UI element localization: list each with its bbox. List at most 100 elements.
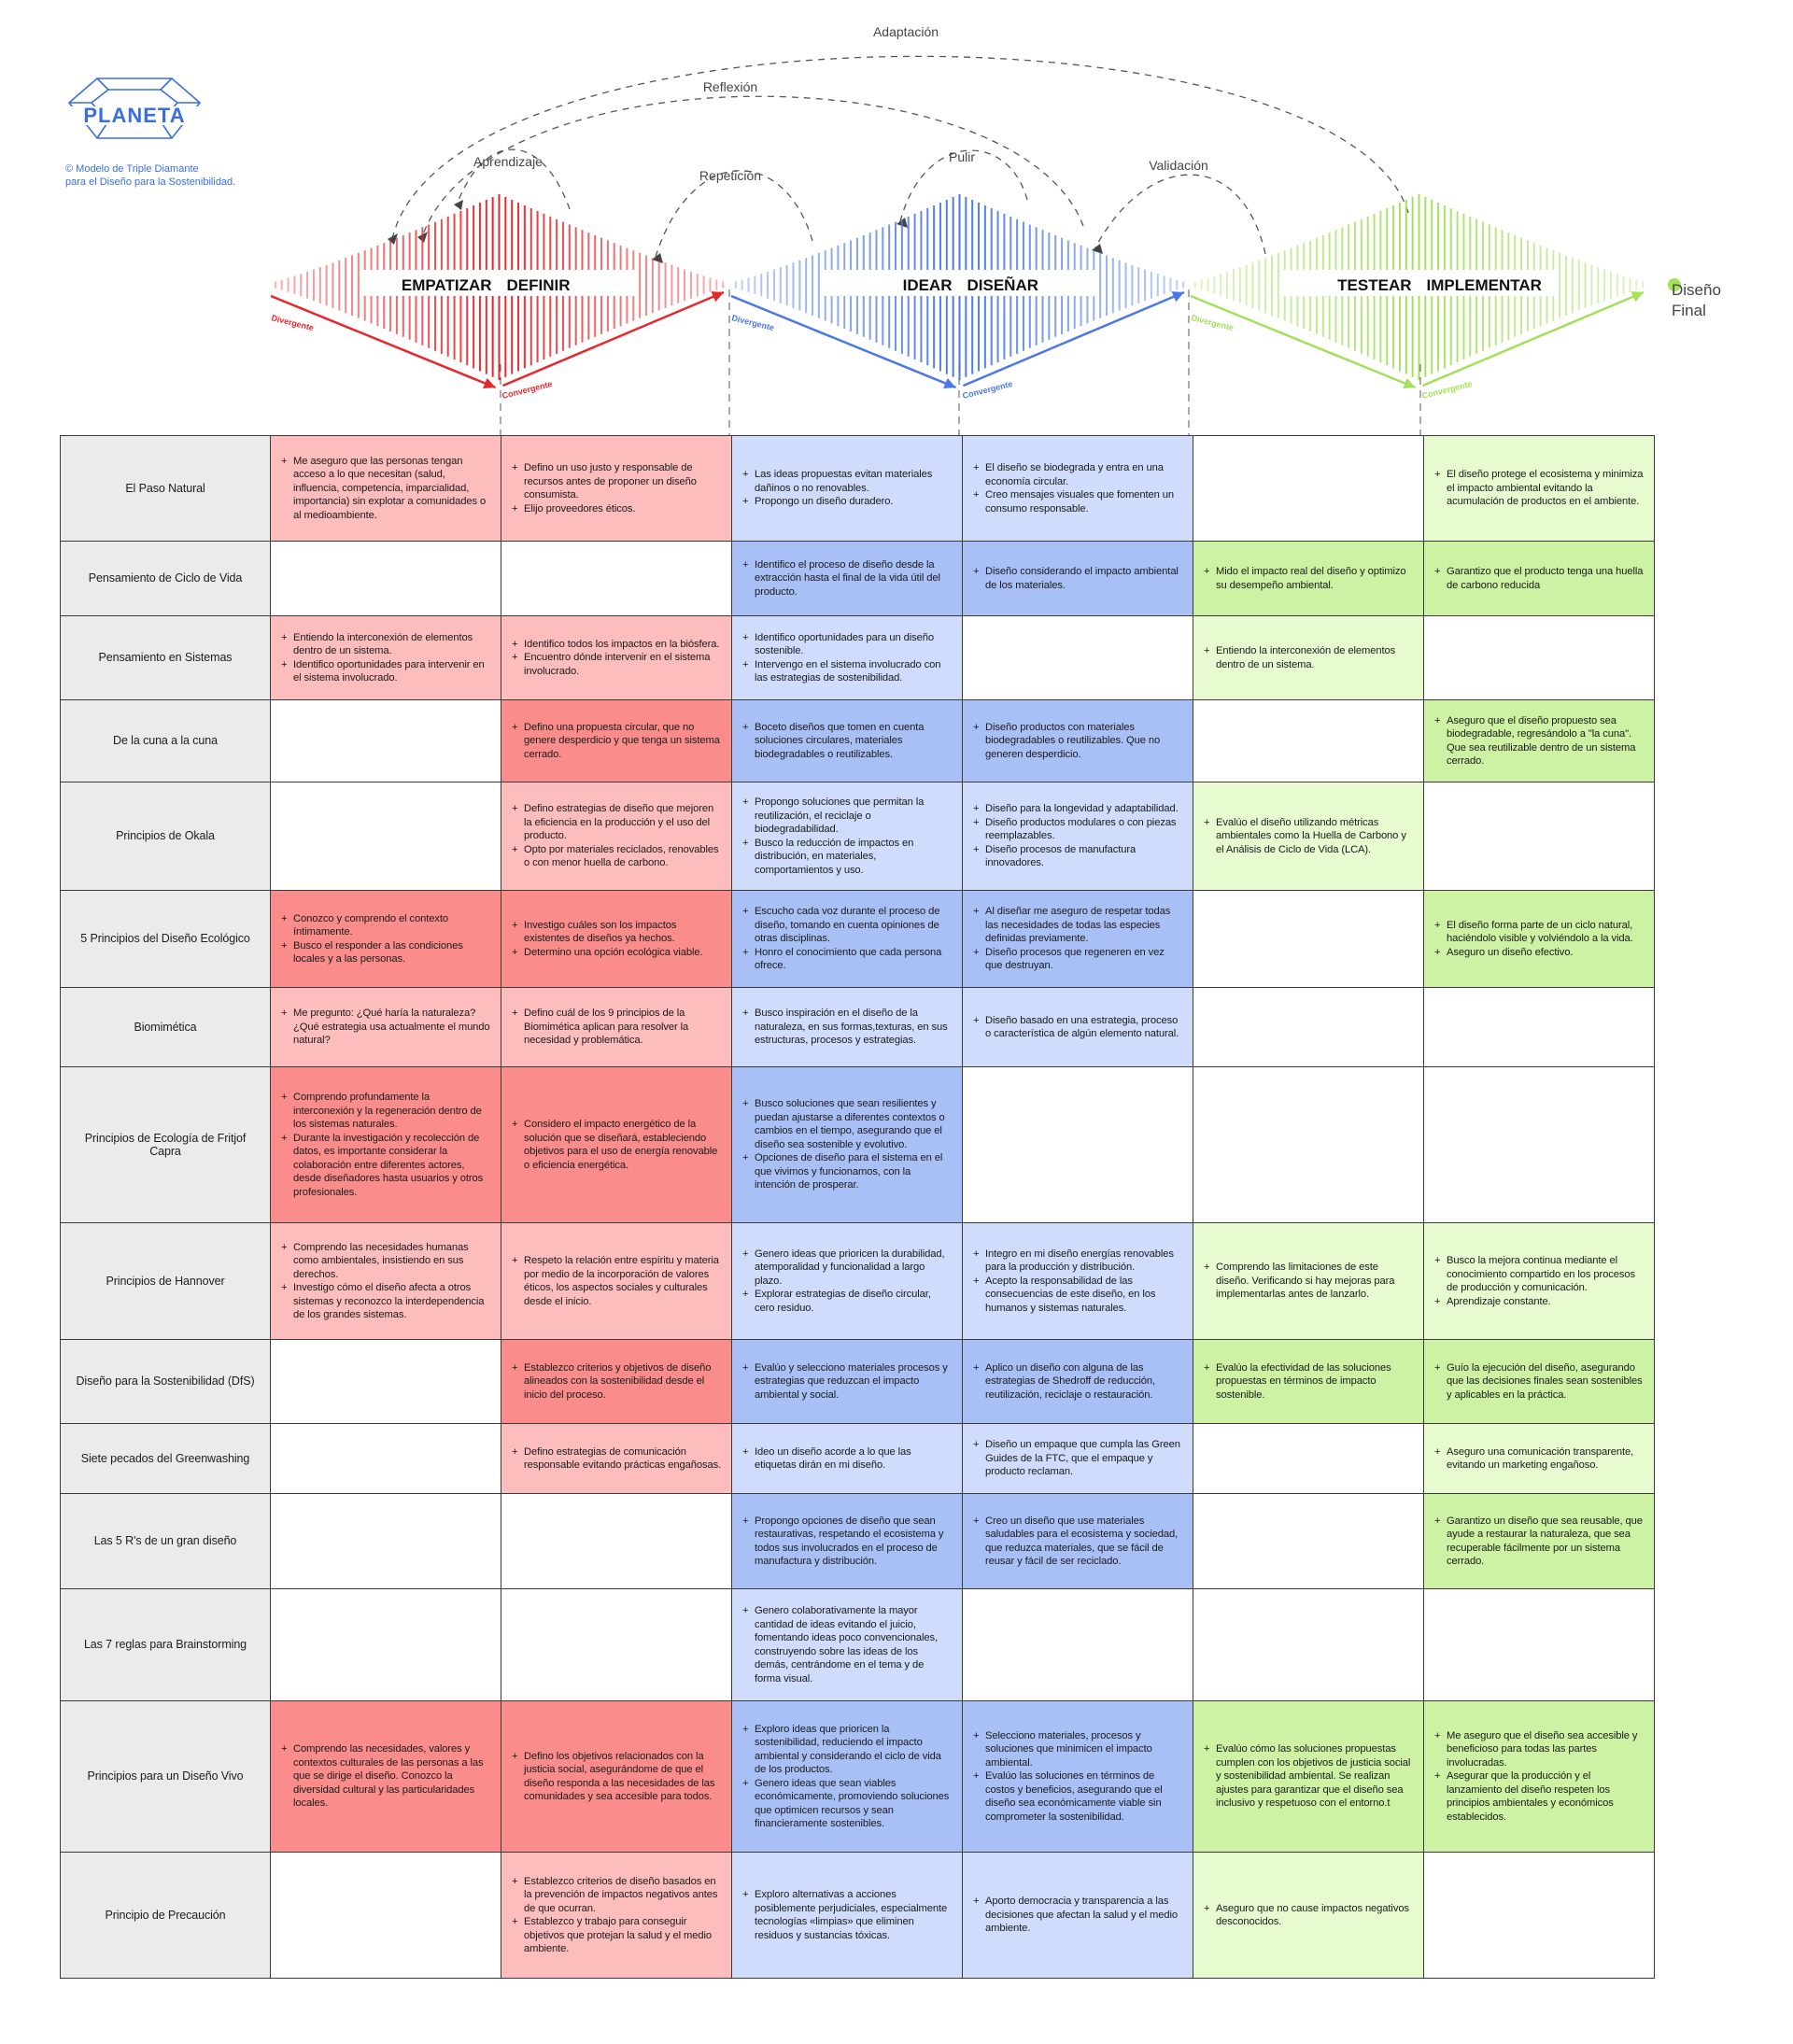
row-header: El Paso Natural: [60, 435, 271, 542]
matrix-cell: Comprendo profundamente la interconexión…: [270, 1066, 501, 1223]
cell-list: Defino estrategias de comunicación respo…: [509, 1445, 722, 1473]
matrix-cell: Me pregunto: ¿Qué haría la naturaleza? ¿…: [270, 987, 501, 1067]
loop-label-pulir: Pulir: [949, 149, 975, 164]
cell-list: Busco la mejora continua mediante el con…: [1432, 1254, 1645, 1308]
cell-item: Encuentro dónde intervenir en el sistema…: [512, 651, 722, 678]
phase-label-testear: TESTEAR: [1337, 276, 1411, 294]
sustainability-matrix: El Paso NaturalMe aseguro que las person…: [60, 435, 1655, 1979]
row-header: 5 Principios del Diseño Ecológico: [60, 890, 271, 988]
loop-label-repeticion: Repetición: [699, 168, 761, 183]
matrix-cell: [501, 1588, 732, 1701]
matrix-cell: Aseguro que el diseño propuesto sea biod…: [1423, 699, 1655, 782]
cell-item: Al diseñar me aseguro de respetar todas …: [973, 905, 1183, 946]
cell-list: Considero el impacto energético de la so…: [509, 1118, 722, 1172]
cell-item: Defino cuál de los 9 principios de la Bi…: [512, 1007, 722, 1048]
matrix-cell: [1193, 987, 1424, 1067]
cell-item: El diseño protege el ecosistema y minimi…: [1434, 468, 1645, 509]
cell-item: Comprendo profundamente la interconexión…: [281, 1091, 491, 1132]
cell-item: Entiendo la interconexión de elementos d…: [281, 631, 491, 658]
cell-item: Busco inspiración en el diseño de la nat…: [742, 1007, 953, 1048]
cell-list: Garantizo un diseño que sea reusable, qu…: [1432, 1515, 1645, 1569]
matrix-cell: [270, 1339, 501, 1424]
cell-item: Explorar estrategias de diseño circular,…: [742, 1288, 953, 1315]
matrix-row: Siete pecados del Greenwashing Defino est…: [60, 1423, 1655, 1494]
matrix-cell: El diseño protege el ecosistema y minimi…: [1423, 435, 1655, 542]
cell-item: Comprendo las limitaciones de este diseñ…: [1204, 1261, 1414, 1302]
cell-list: Defino los objetivos relacionados con la…: [509, 1750, 722, 1804]
matrix-row: Las 7 reglas para BrainstormingGenero co…: [60, 1588, 1655, 1701]
cell-list: Defino estrategias de diseño que mejoren…: [509, 802, 722, 870]
cell-item: Comprendo las necesidades, valores y con…: [281, 1742, 491, 1811]
diamond-label-band: [823, 270, 1096, 296]
matrix-row: El Paso NaturalMe aseguro que las person…: [60, 435, 1655, 542]
phase-label-implementar: IMPLEMENTAR: [1427, 276, 1542, 294]
cell-list: Me pregunto: ¿Qué haría la naturaleza? ¿…: [278, 1007, 491, 1048]
cell-list: Ideo un diseño acorde a lo que las etiqu…: [740, 1445, 953, 1473]
cell-item: Evalúo las soluciones en términos de cos…: [973, 1769, 1183, 1824]
loop-validacion: [1094, 174, 1266, 255]
divergent-arrow: [730, 294, 956, 389]
cell-item: Establezco criterios de diseño basados e…: [512, 1875, 722, 1916]
diamond-label-band: [362, 270, 636, 296]
matrix-cell: Defino estrategias de comunicación respo…: [501, 1423, 732, 1494]
matrix-cell: Propongo soluciones que permitan la reut…: [731, 782, 963, 891]
matrix-cell: Establezco criterios y objetivos de dise…: [501, 1339, 732, 1424]
cell-item: Establezco criterios y objetivos de dise…: [512, 1361, 722, 1403]
matrix-cell: Busco la mejora continua mediante el con…: [1423, 1222, 1655, 1340]
cell-item: Diseño procesos que regeneren en vez que…: [973, 946, 1183, 973]
row-header: Principio de Precaución: [60, 1852, 271, 1979]
matrix-row: Principios de HannoverComprendo las nece…: [60, 1222, 1655, 1340]
matrix-row: BiomiméticaMe pregunto: ¿Qué haría la na…: [60, 987, 1655, 1067]
cell-list: Identifico el proceso de diseño desde la…: [740, 558, 953, 599]
cell-list: Aseguro que el diseño propuesto sea biod…: [1432, 714, 1645, 768]
cell-item: Diseño productos modulares o con piezas …: [973, 816, 1183, 843]
cell-item: Identifico oportunidades para intervenir…: [281, 658, 491, 685]
loop-adaptacion: [391, 55, 1409, 240]
divergent-label: Divergente: [271, 313, 316, 332]
loop-label-validacion: Validación: [1149, 158, 1208, 173]
cell-list: Propongo soluciones que permitan la reut…: [740, 796, 953, 877]
row-header: Biomimética: [60, 987, 271, 1067]
matrix-cell: [1423, 1588, 1655, 1701]
row-header: Pensamiento de Ciclo de Vida: [60, 541, 271, 616]
row-header: Siete pecados del Greenwashing: [60, 1423, 271, 1494]
cell-item: Comprendo las necesidades humanas como a…: [281, 1241, 491, 1282]
matrix-cell: Diseño considerando el impacto ambiental…: [962, 541, 1193, 616]
matrix-cell: Diseño basado en una estrategia, proceso…: [962, 987, 1193, 1067]
cell-list: Genero colaborativamente la mayor cantid…: [740, 1604, 953, 1685]
matrix-cell: [1193, 1066, 1424, 1223]
matrix-cell: [1423, 1852, 1655, 1979]
row-header: Principios de Hannover: [60, 1222, 271, 1340]
matrix-cell: [501, 1493, 732, 1589]
cell-item: Busco la reducción de impactos en distri…: [742, 837, 953, 878]
cell-item: Establezco y trabajo para conseguir obje…: [512, 1915, 722, 1956]
phase-label-diseñar: DISEÑAR: [967, 275, 1039, 294]
cell-item: Opciones de diseño para el sistema en el…: [742, 1151, 953, 1192]
matrix-cell: [962, 615, 1193, 700]
cell-list: Selecciono materiales, procesos y soluci…: [970, 1729, 1183, 1825]
matrix-row: Pensamiento de Ciclo de Vida Identifico e…: [60, 541, 1655, 616]
matrix-cell: Genero colaborativamente la mayor cantid…: [731, 1588, 963, 1701]
matrix-cell: Establezco criterios de diseño basados e…: [501, 1852, 732, 1979]
matrix-cell: Mido el impacto real del diseño y optimi…: [1193, 541, 1424, 616]
cell-list: Respeto la relación entre espíritu y mat…: [509, 1254, 722, 1308]
cell-list: Entiendo la interconexión de elementos d…: [1201, 644, 1414, 671]
matrix-cell: Integro en mi diseño energías renovables…: [962, 1222, 1193, 1340]
loop-labels: Adaptación Reflexión Aprendizaje Repetic…: [473, 24, 1208, 183]
matrix-cell: [270, 541, 501, 616]
cell-list: Propongo opciones de diseño que sean res…: [740, 1515, 953, 1569]
matrix-cell: Selecciono materiales, procesos y soluci…: [962, 1700, 1193, 1853]
cell-item: Garantizo que el producto tenga una huel…: [1434, 565, 1645, 592]
row-header: Diseño para la Sostenibilidad (DfS): [60, 1339, 271, 1424]
cell-list: Evalúo y selecciono materiales procesos …: [740, 1361, 953, 1403]
matrix-cell: Defino cuál de los 9 principios de la Bi…: [501, 987, 732, 1067]
cell-item: Propongo opciones de diseño que sean res…: [742, 1515, 953, 1569]
cell-item: Durante la investigación y recolección d…: [281, 1132, 491, 1200]
cell-list: Evalúo la efectividad de las soluciones …: [1201, 1361, 1414, 1403]
matrix-cell: [270, 1423, 501, 1494]
matrix-cell: El diseño forma parte de un ciclo natura…: [1423, 890, 1655, 988]
matrix-cell: Identifico oportunidades para un diseño …: [731, 615, 963, 700]
